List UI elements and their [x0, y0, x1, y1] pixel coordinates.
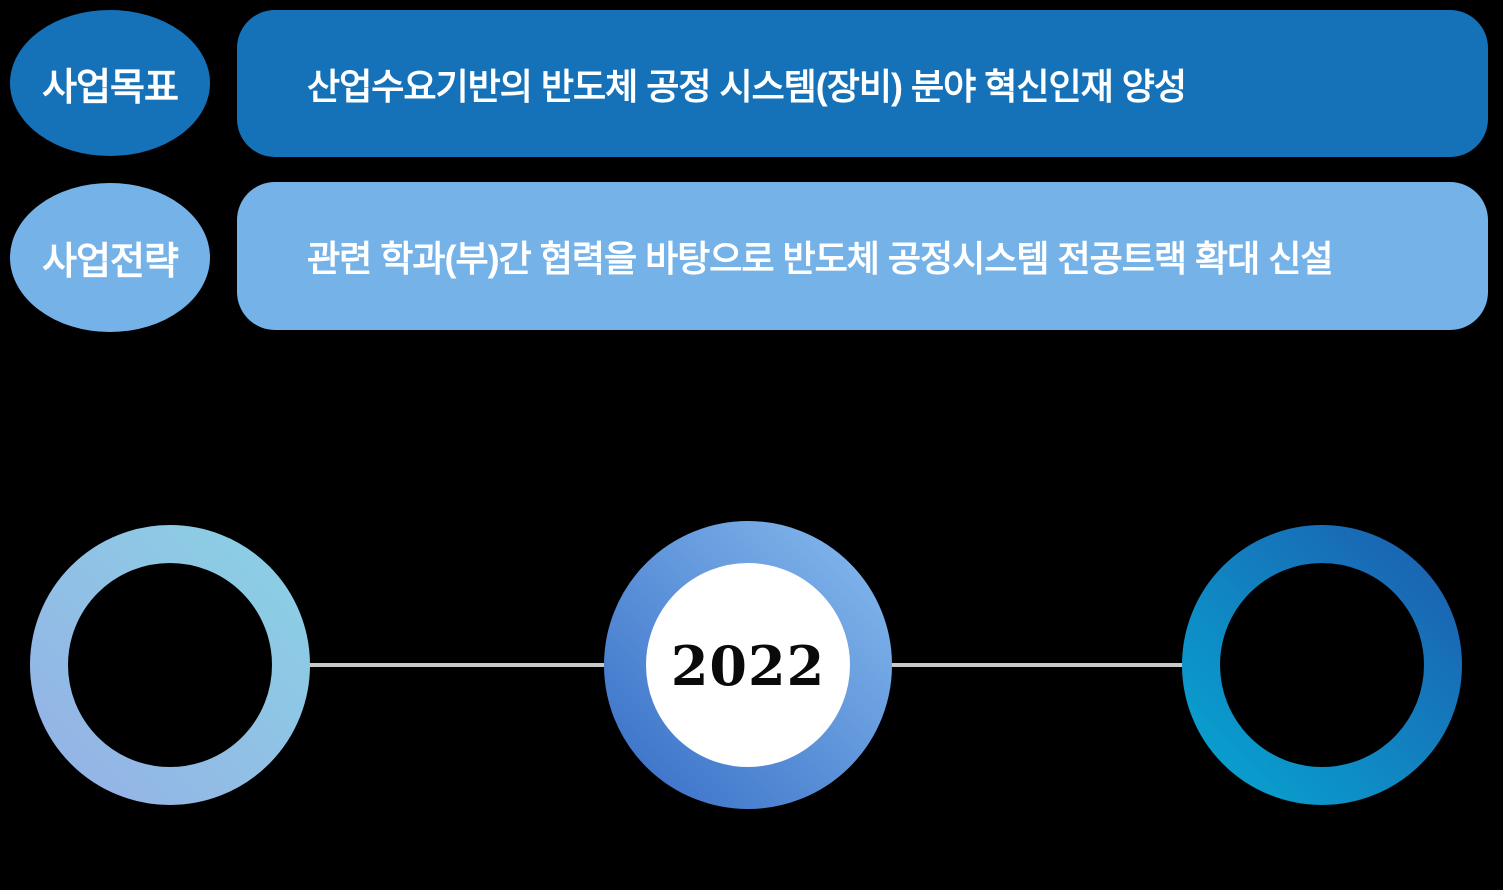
business-goal-badge-label: 사업목표 [42, 66, 179, 109]
business-strategy-badge: 사업전략 [10, 183, 210, 332]
business-strategy-badge-label: 사업전략 [42, 241, 179, 283]
business-strategy-bar: 관련 학과(부)간 협력을 바탕으로 반도체 공정시스템 전공트랙 확대 신설 [237, 182, 1488, 330]
milestone-ring-center [604, 521, 892, 809]
business-goal-text: 산업수요기반의 반도체 공정 시스템(장비) 분야 혁신인재 양성 [307, 65, 1187, 107]
business-goal-bar: 산업수요기반의 반도체 공정 시스템(장비) 분야 혁신인재 양성 [237, 10, 1488, 157]
business-goal-badge: 사업목표 [10, 10, 210, 156]
milestone-ring-left [30, 525, 310, 805]
business-strategy-text: 관련 학과(부)간 협력을 바탕으로 반도체 공정시스템 전공트랙 확대 신설 [307, 238, 1333, 279]
milestone-ring-right [1182, 525, 1462, 805]
milestone-year-label: 2022 [604, 525, 892, 806]
timeline-graphic [30, 521, 1462, 809]
milestone-year-text: 2022 [670, 633, 826, 698]
